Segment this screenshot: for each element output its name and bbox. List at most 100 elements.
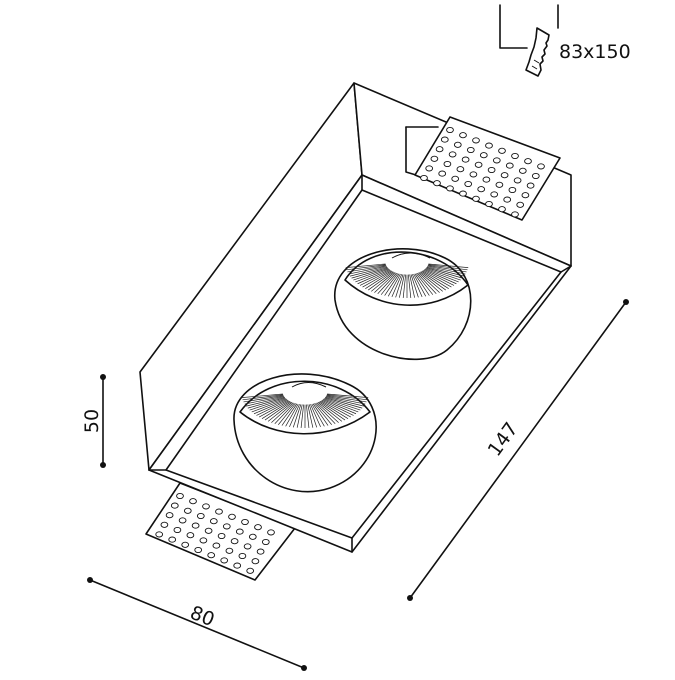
plaster-cutout-icon xyxy=(499,4,559,77)
perforation-hole xyxy=(446,126,454,134)
baffle-fin xyxy=(251,398,287,413)
baffle-fin xyxy=(367,271,394,291)
bottom-flange xyxy=(145,482,296,581)
top-flange xyxy=(405,116,561,221)
perforation-hole xyxy=(498,206,506,213)
perforation-hole xyxy=(537,163,545,170)
baffle-fin xyxy=(377,272,398,294)
baffle-fin xyxy=(371,272,395,292)
baffle-fin xyxy=(427,265,467,273)
baffle-fin xyxy=(281,403,298,426)
baffle-fin xyxy=(271,402,294,423)
baffle-fin xyxy=(359,269,391,286)
perforation-hole xyxy=(487,166,496,174)
baffle-fin xyxy=(362,270,392,288)
light-opening-upper xyxy=(334,248,472,361)
perforation-hole xyxy=(456,166,465,173)
baffle-fin xyxy=(420,271,447,291)
perforation-hole xyxy=(472,137,480,144)
perforation-hole xyxy=(459,132,467,139)
perforation-hole xyxy=(492,157,501,164)
baffle-fin xyxy=(319,401,349,419)
baffle-fin xyxy=(267,402,293,422)
baffle-fin xyxy=(418,272,440,293)
baffle-fin xyxy=(349,266,388,277)
perforation-hole xyxy=(220,557,229,564)
perforation-hole xyxy=(479,152,488,159)
baffle-fin xyxy=(374,272,396,293)
perforation-hole xyxy=(207,552,216,559)
baffle-fin xyxy=(421,271,449,289)
perforation-hole xyxy=(209,518,218,525)
baffle-fin xyxy=(296,404,303,428)
baffle-fin xyxy=(249,397,286,411)
perforation-hole xyxy=(196,512,205,520)
baffle-fin xyxy=(407,274,412,298)
perforation-hole xyxy=(170,502,179,509)
baffle-fin xyxy=(326,395,367,403)
baffle-fin xyxy=(325,396,364,407)
perforation-hole xyxy=(435,146,444,153)
baffle-fin xyxy=(357,269,390,285)
dimension-depth xyxy=(100,374,106,468)
perforation-hole xyxy=(173,526,182,534)
perforation-hole xyxy=(477,186,486,193)
baffle-fin xyxy=(426,266,465,277)
cutout-size-label: 83x150 xyxy=(559,41,631,63)
perforation-hole xyxy=(215,508,223,515)
dimension-length xyxy=(407,299,629,601)
perforation-hole xyxy=(430,155,439,162)
perforation-hole xyxy=(516,201,525,208)
baffle-fin xyxy=(322,399,357,415)
baffle-fin xyxy=(395,274,404,298)
perforation-hole xyxy=(472,195,480,202)
baffle-fin xyxy=(244,395,284,405)
perforation-hole xyxy=(189,498,197,505)
baffle-fin xyxy=(320,400,352,418)
baffle-fin xyxy=(416,272,437,294)
perforation-hole xyxy=(451,175,460,182)
baffle-fin xyxy=(243,395,284,403)
perforation-hole xyxy=(420,174,428,182)
baffle-fin xyxy=(308,404,318,428)
perforation-hole xyxy=(165,512,174,519)
dimension-width-label: 80 xyxy=(187,602,218,631)
perforation-hole xyxy=(176,492,184,500)
baffle-fin xyxy=(256,399,289,416)
perforation-hole xyxy=(225,547,234,554)
perforation-hole xyxy=(511,211,519,218)
light-opening-lower xyxy=(233,373,377,493)
baffle-fin xyxy=(427,265,466,275)
baffle-fin xyxy=(241,393,283,398)
baffle-fin xyxy=(324,397,361,411)
baffle-fin xyxy=(428,264,468,271)
perforation-hole xyxy=(446,185,454,192)
perforation-hole xyxy=(251,558,260,565)
perforation-hole xyxy=(243,543,252,550)
perforation-hole xyxy=(513,177,522,184)
perforation-hole xyxy=(511,152,519,160)
baffle-fin xyxy=(306,404,310,428)
baffle-fin xyxy=(428,263,469,268)
baffle-fin xyxy=(409,274,415,298)
perforation-hole xyxy=(261,538,270,546)
perforation-hole xyxy=(241,518,249,526)
perforation-hole xyxy=(440,136,449,143)
baffle-fin xyxy=(384,273,400,296)
perforation-hole xyxy=(531,172,540,180)
perforation-hole xyxy=(160,521,169,528)
baffle-fin xyxy=(316,402,339,423)
perforation-hole xyxy=(443,160,452,168)
baffle-fin xyxy=(353,267,389,281)
baffle-fin xyxy=(424,269,457,285)
baffle-fin xyxy=(312,403,329,426)
perforation-hole xyxy=(168,536,177,543)
perforation-hole xyxy=(508,186,517,194)
baffle-fin xyxy=(399,274,405,298)
baffle-fin xyxy=(242,394,284,401)
baffle-fin xyxy=(324,397,363,409)
perforation-hole xyxy=(448,151,457,158)
baffle-fin xyxy=(261,401,291,419)
